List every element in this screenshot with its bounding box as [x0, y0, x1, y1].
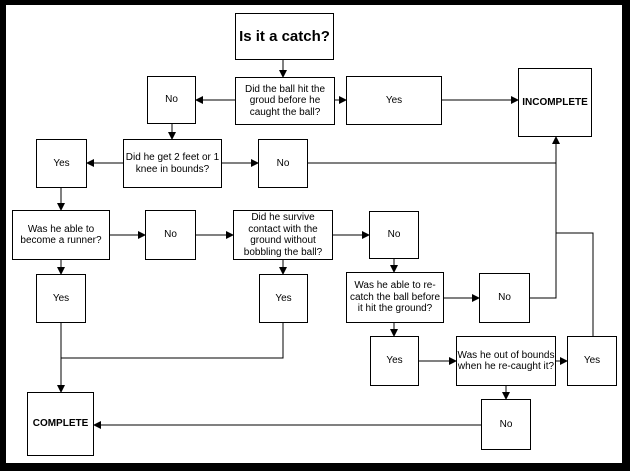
- node-yes-6-label: Yes: [583, 355, 601, 367]
- edge-yes4-to-complete: [61, 323, 284, 359]
- node-no-5: No: [479, 273, 530, 323]
- node-q-hit-ground: Did the ball hit the groud before he cau…: [235, 77, 335, 125]
- node-yes-5-label: Yes: [386, 355, 403, 367]
- node-yes-1-label: Yes: [385, 94, 403, 106]
- node-q-out-bounds-label: Was he out of bounds when he re-caught i…: [457, 349, 555, 373]
- node-no-5-label: No: [498, 292, 511, 304]
- node-q-runner-label: Was he able to become a runner?: [20, 223, 102, 247]
- node-no-6-label: No: [499, 418, 513, 430]
- node-yes-3-label: Yes: [52, 292, 70, 304]
- node-q-recatch-label: Was he able to re-catch the ball before …: [349, 280, 441, 315]
- node-no-2-label: No: [276, 157, 290, 169]
- node-no-6: No: [481, 399, 531, 450]
- node-incomplete-label: INCOMPLETE: [522, 96, 588, 108]
- node-yes-4-label: Yes: [275, 292, 292, 304]
- node-yes-4: Yes: [259, 274, 308, 323]
- node-start: Is it a catch?: [235, 13, 334, 60]
- node-q-hit-ground-label: Did the ball hit the groud before he cau…: [244, 83, 326, 118]
- node-yes-6: Yes: [567, 336, 617, 386]
- node-no-3-label: No: [164, 229, 177, 241]
- node-yes-2: Yes: [36, 139, 87, 188]
- node-q-feet: Did he get 2 feet or 1 knee in bounds?: [123, 139, 222, 188]
- node-q-survive: Did he survive contact with the ground w…: [233, 210, 333, 260]
- node-yes-1: Yes: [346, 76, 442, 125]
- node-no-2: No: [258, 139, 308, 188]
- node-q-runner: Was he able to become a runner?: [12, 210, 110, 260]
- node-q-recatch: Was he able to re-catch the ball before …: [346, 272, 444, 323]
- node-q-survive-label: Did he survive contact with the ground w…: [243, 212, 323, 258]
- edge-no2-to-incomplete: [308, 136, 560, 164]
- edge-yes6-to-incomplete: [556, 232, 594, 336]
- node-no-4-label: No: [387, 229, 401, 241]
- node-start-label: Is it a catch?: [239, 27, 330, 45]
- node-q-out-bounds: Was he out of bounds when he re-caught i…: [456, 336, 556, 386]
- node-complete-label: COMPLETE: [32, 418, 89, 430]
- node-no-4: No: [369, 211, 419, 259]
- node-complete: COMPLETE: [27, 392, 94, 456]
- node-no-3: No: [145, 210, 196, 260]
- edge-no5-to-incomplete: [530, 163, 557, 299]
- node-q-feet-label: Did he get 2 feet or 1 knee in bounds?: [125, 152, 220, 175]
- node-no-1-label: No: [165, 94, 178, 106]
- node-incomplete: INCOMPLETE: [518, 68, 592, 137]
- node-yes-3: Yes: [36, 274, 86, 323]
- node-yes-5: Yes: [370, 336, 419, 386]
- node-no-1: No: [147, 76, 196, 124]
- node-yes-2-label: Yes: [53, 157, 70, 169]
